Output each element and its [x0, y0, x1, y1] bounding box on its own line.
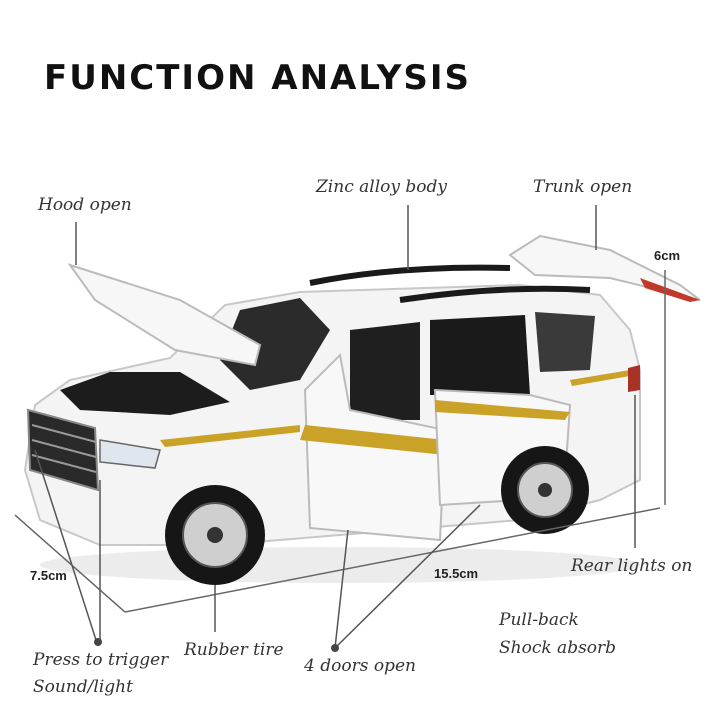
- label-shock-absorb: Shock absorb: [499, 638, 617, 658]
- label-sound-light: Sound/light: [33, 677, 133, 697]
- page-title: FUNCTION ANALYSIS: [44, 58, 471, 98]
- label-rubber-tire: Rubber tire: [184, 640, 284, 660]
- label-press-to-trigger: Press to trigger: [33, 650, 169, 670]
- windshield: [220, 298, 330, 390]
- trigger-callout-dot: [94, 638, 102, 646]
- rear-wheel: [501, 446, 589, 534]
- grille-bar: [31, 439, 97, 458]
- engine-bay: [60, 372, 230, 415]
- rear-door-gold-stripe: [435, 400, 570, 420]
- label-pull-back: Pull-back: [499, 610, 579, 630]
- trigger-callout-line-1: [34, 449, 97, 641]
- label-trunk-open: Trunk open: [533, 177, 633, 197]
- front-grille: [26, 408, 100, 492]
- dimension-width: 7.5cm: [30, 568, 67, 583]
- doors-callout-line-1: [334, 529, 349, 649]
- width-dimension-line: [14, 514, 126, 613]
- door-gold-stripe: [300, 425, 445, 455]
- grille-bar: [31, 424, 97, 443]
- front-wheel: [165, 485, 265, 585]
- tail-light: [628, 365, 640, 392]
- trunk-light: [640, 278, 700, 302]
- roof-rail-left: [309, 264, 511, 286]
- label-hood-open: Hood open: [38, 195, 132, 215]
- doors-callout-dot: [331, 644, 339, 652]
- label-zinc-alloy-body: Zinc alloy body: [316, 177, 447, 197]
- open-hood: [67, 263, 262, 367]
- headlight: [99, 439, 161, 469]
- ground-shadow: [40, 547, 640, 583]
- label-rear-lights-on: Rear lights on: [571, 556, 693, 576]
- roof-rail-right: [399, 285, 591, 303]
- side-gold-stripe: [160, 425, 300, 447]
- rear-door-opening: [430, 315, 530, 395]
- grille-bar: [31, 454, 97, 473]
- length-dimension-line: [124, 507, 661, 613]
- rear-window: [535, 312, 595, 372]
- rear-gold-stripe: [570, 370, 630, 386]
- dimension-length: 15.5cm: [434, 566, 479, 581]
- front-door-opening: [350, 322, 420, 420]
- doors-callout-line-2: [334, 504, 481, 649]
- dimension-height: 6cm: [654, 248, 681, 263]
- label-4-doors-open: 4 doors open: [304, 656, 416, 676]
